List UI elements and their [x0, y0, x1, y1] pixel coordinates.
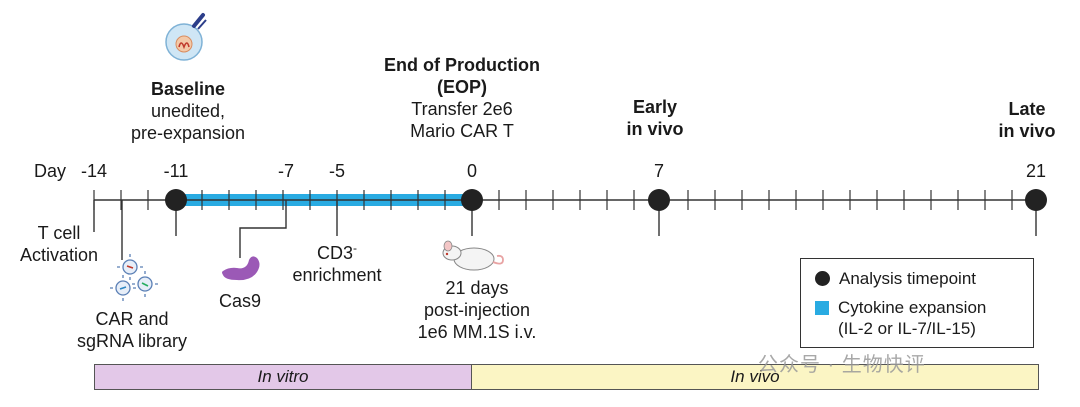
- cas9-icon: [222, 256, 260, 281]
- timepoint-baseline: [165, 189, 187, 211]
- baseline-line1: unedited,: [150, 101, 226, 121]
- tick-label: 7: [653, 161, 664, 181]
- early-label: Early in vivo: [600, 96, 710, 140]
- t-cell-line1: T cell: [37, 223, 81, 243]
- cd3-enrichment-label: CD3- enrichment: [277, 242, 397, 286]
- timepoint-eop: [461, 189, 483, 211]
- tick-label: -5: [328, 161, 345, 181]
- cd3-line1: CD3-: [277, 242, 397, 264]
- watermark: 公众号 · 生物快评: [758, 354, 926, 376]
- timepoint-early: [648, 189, 670, 211]
- tick-label: 0: [466, 161, 477, 181]
- day-label: Day: [33, 161, 66, 181]
- tick-label: -11: [163, 161, 189, 181]
- late-line1: Late: [1008, 99, 1046, 119]
- baseline-title: Baseline: [150, 79, 226, 99]
- car-line1: CAR and: [95, 309, 169, 329]
- drop-line-cas9: [239, 200, 287, 258]
- post-injection-label: 21 days post-injection 1e6 MM.1S i.v.: [392, 277, 562, 343]
- car-library-label: CAR and sgRNA library: [62, 308, 202, 352]
- legend-expansion-line2: (IL-2 or IL-7/IL-15): [838, 319, 976, 338]
- baseline-line2: pre-expansion: [130, 123, 246, 143]
- post-line3: 1e6 MM.1S i.v.: [417, 322, 537, 342]
- t-cell-activation-label: T cell Activation: [4, 222, 114, 266]
- legend-expansion-text: Cytokine expansion (IL-2 or IL-7/IL-15): [838, 297, 986, 339]
- eop-line1: Transfer 2e6: [411, 99, 513, 119]
- baseline-label: Baseline unedited, pre-expansion: [108, 78, 268, 144]
- timepoint-late: [1025, 189, 1047, 211]
- eop-line2: Mario CAR T: [410, 121, 514, 141]
- cd3-superscript: -: [353, 241, 357, 255]
- t-cell-line2: Activation: [19, 245, 99, 265]
- legend-expansion-row: Cytokine expansion (IL-2 or IL-7/IL-15): [815, 297, 986, 339]
- phase-in-vitro: In vitro: [94, 364, 472, 390]
- post-line2: post-injection: [423, 300, 531, 320]
- legend-expansion-line1: Cytokine expansion: [838, 298, 987, 317]
- eop-title: End of Production: [384, 55, 540, 75]
- cas9-label: Cas9: [218, 291, 262, 311]
- legend-dot-icon: [815, 271, 830, 286]
- tick-label: -7: [277, 161, 294, 181]
- eop-label: End of Production (EOP) Transfer 2e6 Mar…: [362, 54, 562, 142]
- phase-in-vivo: In vivo: [471, 364, 1039, 390]
- viral-library-icon: [110, 254, 158, 301]
- late-label: Late in vivo: [978, 98, 1076, 142]
- legend-timepoint-row: Analysis timepoint: [815, 268, 976, 289]
- legend: Analysis timepoint Cytokine expansion (I…: [800, 258, 1034, 348]
- mouse-icon: [442, 240, 504, 271]
- post-line1: 21 days: [445, 278, 509, 298]
- legend-timepoint-label: Analysis timepoint: [839, 269, 977, 288]
- car-line2: sgRNA library: [76, 331, 188, 351]
- cd3-line2: enrichment: [292, 265, 382, 285]
- eop-title-abbrev: (EOP): [436, 77, 487, 97]
- early-line2: in vivo: [626, 119, 684, 139]
- tick-label: -14: [80, 161, 107, 181]
- t-cell-icon: [165, 13, 207, 61]
- legend-square-icon: [815, 301, 829, 315]
- late-line2: in vivo: [998, 121, 1056, 141]
- early-line1: Early: [632, 97, 678, 117]
- cd3-text: CD3: [316, 243, 353, 263]
- tick-label: 21: [1025, 161, 1047, 181]
